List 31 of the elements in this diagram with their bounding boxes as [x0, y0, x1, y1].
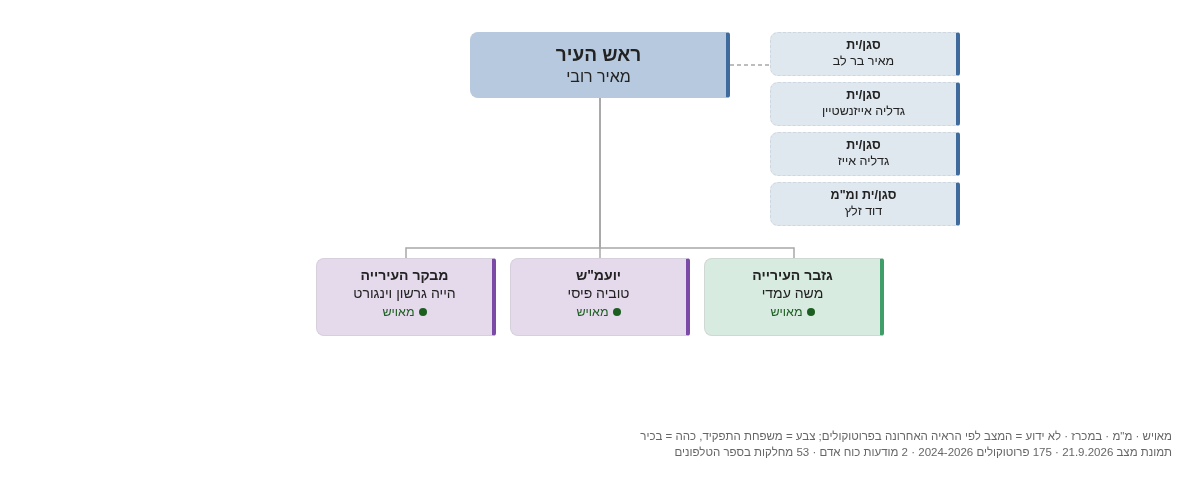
role-card [770, 82, 960, 126]
role-card [704, 258, 884, 336]
person-name: גדליה אייז [837, 154, 890, 170]
role-card [770, 182, 960, 226]
status-text: מאויש [576, 305, 609, 319]
footnote: מאויש · מ"מ · במכרז · לא ידוע = המצב לפי הראיה האחרונה בפרוטוקולים; צבע = משפחת התפקיד, כהה = בכיר [640, 429, 1172, 444]
role-card [770, 32, 960, 76]
person-name: טוביה פיסי [567, 284, 630, 302]
role-title: סגן/ית [846, 138, 881, 154]
role-title: סגן/ית [846, 38, 881, 54]
person-name: דוד זלץ [844, 204, 883, 220]
person-name: מאיר רובי [566, 66, 631, 87]
person-name: גדליה אייזנשטיין [821, 104, 906, 120]
role-title: מבקר העירייה [360, 267, 449, 285]
person-name: הייה גרשון וינגורט [353, 284, 456, 302]
status-text: מאויש [382, 305, 415, 319]
role-title: סגן/ית ומ"מ [830, 188, 897, 204]
person-name: מאיר בר לב [832, 54, 895, 70]
role-title: ראש העיר [555, 43, 642, 67]
role-card [470, 32, 730, 98]
role-title: גזבר העירייה [752, 267, 833, 285]
connector-line [405, 97, 601, 259]
role-card [770, 132, 960, 176]
footnote: תמונת מצב 21.9.2026 · 175 פרוטוקולים 2024-2026 · 2 מודעות כוח אדם · 53 מחלקות בספר הטלפונים [673, 445, 1172, 460]
role-title: סגן/ית [846, 88, 881, 104]
role-card [316, 258, 496, 336]
person-name: משה עמדי [761, 284, 824, 302]
status-text: מאויש [770, 305, 803, 319]
dashed-connector [729, 64, 771, 66]
role-card [510, 258, 690, 336]
role-title: יועמ"ש [575, 267, 622, 285]
